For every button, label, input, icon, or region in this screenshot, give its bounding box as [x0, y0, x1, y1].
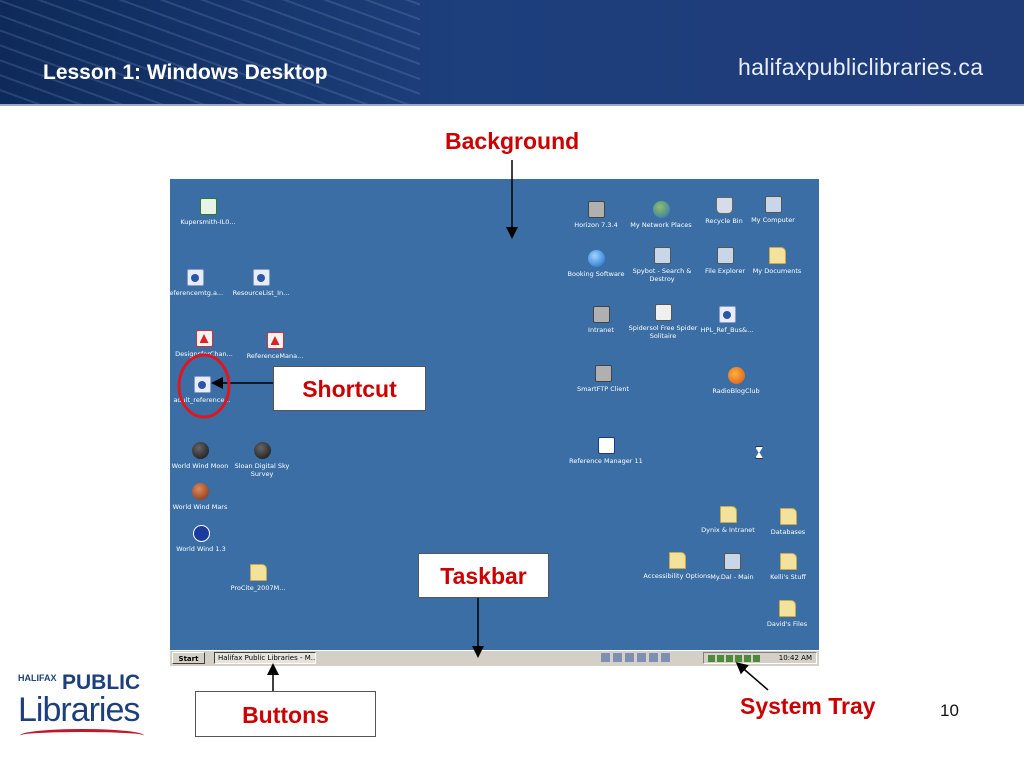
nasa-icon [192, 525, 210, 542]
header-decoration [0, 0, 420, 106]
document-icon [193, 376, 211, 393]
ftp-icon [594, 365, 612, 382]
desktop-icon-referencemana[interactable]: ReferenceMana... [238, 332, 312, 360]
desktop-icon-world-wind-mars[interactable]: World Wind Mars [170, 483, 237, 511]
mail-icon [723, 553, 741, 570]
desktop-icon-adult-reference[interactable]: adult_reference... [170, 376, 239, 404]
desktop-icon-procite[interactable]: ProCite_2007M... [221, 564, 295, 592]
excel-file-icon [199, 198, 217, 215]
quick-launch-icon[interactable] [637, 653, 646, 662]
intranet-icon [592, 306, 610, 323]
desktop-icon-reference-manager[interactable]: Reference Manager 11 [569, 437, 643, 465]
tray-icon[interactable] [708, 655, 715, 662]
quick-launch-icon[interactable] [613, 653, 622, 662]
desktop-icon-davids-files[interactable]: David's Files [750, 600, 819, 628]
halifax-public-libraries-logo: HALIFAX PUBLIC Libraries [18, 671, 146, 743]
horizon-icon [587, 201, 605, 218]
tray-icon[interactable] [717, 655, 724, 662]
my-documents-icon [768, 247, 786, 264]
tray-icon[interactable] [735, 655, 742, 662]
document-icon [186, 269, 204, 286]
my-computer-icon [764, 196, 782, 213]
hourglass-icon [754, 446, 764, 459]
folder-icon [668, 552, 686, 569]
folder-icon [249, 564, 267, 581]
quick-launch-icon[interactable] [649, 653, 658, 662]
spider-icon [654, 304, 672, 321]
spybot-icon [653, 247, 671, 264]
desktop-icon-world-wind-moon[interactable]: World Wind Moon [170, 442, 237, 470]
document-icon [252, 269, 270, 286]
desktop-icon-referencemtg[interactable]: referencemtg.a... [170, 269, 232, 297]
desktop-icon-spider-solitaire[interactable]: Spidersol Free Spider Solitaire [626, 304, 700, 340]
start-button[interactable]: Start [172, 652, 205, 664]
system-tray-label: System Tray [740, 693, 876, 719]
desktop-icon-accessibility-options[interactable]: Accessibility Options [640, 552, 714, 580]
buttons-callout: Buttons [195, 691, 376, 737]
folder-icon [779, 553, 797, 570]
quick-launch-icon[interactable] [625, 653, 634, 662]
recycle-bin-icon [715, 197, 733, 214]
desktop-icon-designsforchan[interactable]: DesignsforChan... [170, 330, 241, 358]
network-places-icon [652, 201, 670, 218]
tray-icons [708, 655, 760, 662]
desktop-icon-intranet[interactable]: Intranet [564, 306, 638, 334]
document-icon [718, 306, 736, 323]
desktop-icon-hpl-ref-bus[interactable]: HPL_Ref_Bus&... [690, 306, 764, 334]
desktop-icon-network-places[interactable]: My Network Places [624, 201, 698, 229]
tray-icon[interactable] [744, 655, 751, 662]
moon-icon [191, 442, 209, 459]
desktop-icon-spybot[interactable]: Spybot - Search & Destroy [626, 247, 698, 283]
quick-launch-icon[interactable] [601, 653, 610, 662]
sky-icon [253, 442, 271, 459]
hourglass-cursor [749, 446, 769, 462]
desktop-icon-world-wind-13[interactable]: World Wind 1.3 [170, 525, 238, 553]
pdf-icon [266, 332, 284, 349]
desktop-icon-smartftp[interactable]: SmartFTP Client [566, 365, 640, 393]
desktop-icon-databases[interactable]: Databases [751, 508, 819, 536]
site-url: halifaxpubliclibraries.ca [738, 54, 984, 80]
quick-launch-icon[interactable] [661, 653, 670, 662]
desktop-icon-resourcelist[interactable]: ResourceList_In... [224, 269, 298, 297]
tray-clock[interactable]: 10:42 AM [778, 654, 812, 662]
slide-header: Lesson 1: Windows Desktop halifaxpublicl… [0, 0, 1024, 106]
system-tray-arrow [735, 662, 769, 691]
desktop-icon-kupersmith[interactable]: Kupersmith-IL0... [171, 198, 245, 226]
internet-explorer-icon [587, 250, 605, 267]
reference-manager-icon [597, 437, 615, 454]
desktop-icon-mydal-main[interactable]: My.Dal - Main [695, 553, 769, 581]
mars-icon [191, 483, 209, 500]
slide-title: Lesson 1: Windows Desktop [43, 61, 328, 84]
tray-icon[interactable] [753, 655, 760, 662]
desktop-icon-dynix-intranet[interactable]: Dynix & Intranet [691, 506, 765, 534]
folder-icon [719, 506, 737, 523]
desktop-icon-radioblogclub[interactable]: RadioBlogClub [699, 367, 773, 395]
desktop-icon-horizon[interactable]: Horizon 7.3.4 [559, 201, 633, 229]
pdf-icon [195, 330, 213, 347]
background-label: Background [445, 128, 580, 154]
desktop-icon-sloan-sky-survey[interactable]: Sloan Digital Sky Survey [225, 442, 299, 478]
desktop-icon-booking-software[interactable]: Booking Software [559, 250, 633, 278]
desktop-icon-kellis-stuff[interactable]: Kelli's Stuff [751, 553, 819, 581]
taskbar-callout: Taskbar [418, 553, 549, 598]
page-number: 10 [940, 701, 959, 720]
tray-icon[interactable] [726, 655, 733, 662]
folder-icon [779, 508, 797, 525]
quick-launch [601, 653, 670, 663]
desktop-icon-my-computer[interactable]: My Computer [736, 196, 810, 224]
desktop-icon-file-explorer[interactable]: File Explorer [688, 247, 762, 275]
system-tray: 10:42 AM [703, 652, 817, 664]
shortcut-callout: Shortcut [273, 366, 426, 411]
desktop-icon-my-documents[interactable]: My Documents [740, 247, 814, 275]
windows-taskbar: Start Halifax Public Libraries - M... 10… [170, 650, 819, 666]
header-divider [0, 104, 1024, 106]
folder-icon [778, 600, 796, 617]
desktop-icon-recycle-bin[interactable]: Recycle Bin [687, 197, 761, 225]
taskbar-button-halifax[interactable]: Halifax Public Libraries - M... [214, 652, 316, 664]
firefox-icon [727, 367, 745, 384]
file-explorer-icon [716, 247, 734, 264]
